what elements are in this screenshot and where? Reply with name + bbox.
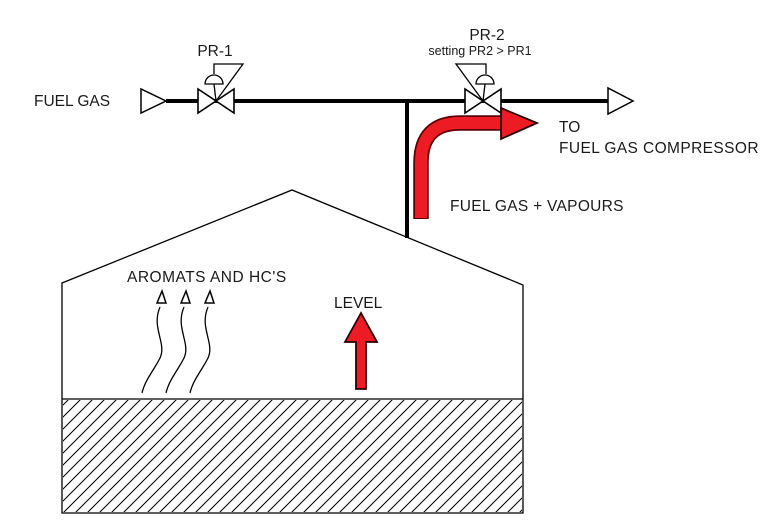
- to-destination-label: FUEL GAS COMPRESSOR: [559, 140, 759, 157]
- outlet-flow-arrow-icon: [607, 86, 635, 116]
- vapour-arrowhead-1: [155, 288, 168, 304]
- fuel-gas-label: FUEL GAS: [34, 93, 111, 110]
- liquid-hatch: [63, 400, 522, 512]
- vapour-arrows-icon: [141, 288, 216, 394]
- inlet-flow-arrow-icon: [140, 87, 168, 115]
- pr2-label: PR-2: [469, 27, 505, 44]
- pr2-actuator-dome: [475, 74, 495, 85]
- vapour-wisp-2: [165, 306, 187, 394]
- pr2-valve-icon: [454, 63, 502, 115]
- to-label: TO: [559, 119, 581, 136]
- aromats-label: AROMATS AND HC'S: [127, 269, 287, 286]
- pr2-regulator-flag: [454, 63, 487, 102]
- vapour-arrowhead-2: [179, 288, 192, 304]
- level-arrow-icon: [343, 311, 379, 390]
- vapour-wisp-3: [189, 306, 211, 394]
- red-flow-arrow-icon: [413, 106, 540, 219]
- fuel-gas-vapours-label: FUEL GAS + VAPOURS: [450, 198, 624, 215]
- pr1-actuator-dome: [204, 74, 224, 85]
- pr1-valve-icon: [197, 63, 245, 115]
- vapour-wisp-1: [141, 306, 163, 394]
- vapour-arrowhead-3: [203, 288, 216, 304]
- level-label: LEVEL: [334, 295, 383, 312]
- pr2-setting-label: setting PR2 > PR1: [428, 44, 532, 58]
- pr1-label: PR-1: [197, 43, 233, 60]
- tank-outline: [61, 189, 524, 514]
- pr1-regulator-flag: [213, 63, 245, 102]
